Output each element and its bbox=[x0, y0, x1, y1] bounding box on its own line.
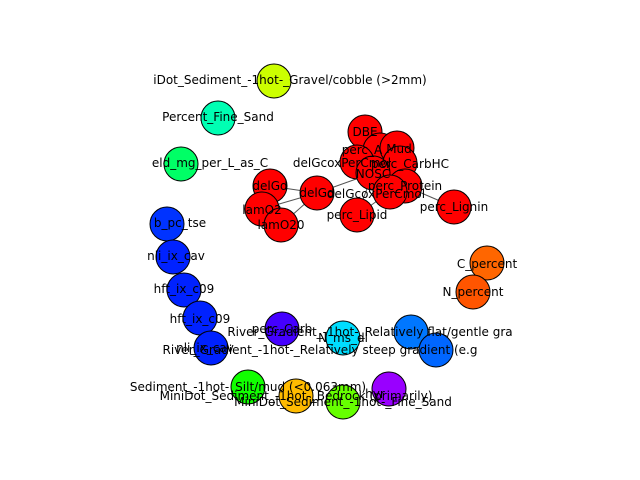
node-n_ixcav bbox=[155, 239, 191, 275]
node-label-n_pctse: b_pc_tse bbox=[154, 216, 206, 230]
node-label-n_lamo20: lamO20 bbox=[257, 218, 304, 232]
node-label-n_delgd2: delGd bbox=[299, 186, 334, 200]
node-label-n_gravel: iDot_Sediment_-1hot-_Gravel/cobble (>2mm… bbox=[153, 73, 427, 87]
node-label-n_perca: perc_A bbox=[342, 143, 383, 157]
node-label-n_ixcav: nli_ix_cav bbox=[147, 249, 205, 263]
node-n_cpct bbox=[469, 245, 505, 281]
node-label-n_silt: Sediment_-1hot-_Silt/mud (<0.063mm) bbox=[130, 380, 366, 394]
node-n_nliix bbox=[193, 330, 229, 366]
node-label-n_nms: N_ms_dl bbox=[318, 331, 368, 345]
node-label-n_delgcox2: delGcoxPerCmol bbox=[327, 187, 425, 201]
node-label-n_lignin: perc_Lignin bbox=[420, 200, 488, 214]
node-label-n_delgcox: delGcoxPerCmol bbox=[293, 156, 391, 170]
node-label-n_fsand: MiniDot_Sediment_-1hot-_Fine_Sand bbox=[234, 395, 452, 409]
node-label-n_mud: Mud bbox=[386, 142, 412, 156]
node-n_silt bbox=[230, 369, 266, 405]
node-label-n_nliix: nli_ix_cav bbox=[176, 341, 234, 355]
node-label-n_dbe: DBE bbox=[352, 125, 377, 139]
node-label-n_mgL: eld_mg_per_L_as_C bbox=[152, 156, 268, 170]
node-label-n_finesand: Percent_Fine_Sand bbox=[162, 110, 274, 124]
node-label-n_carbohc: perc_CarbHC bbox=[371, 157, 449, 171]
node-n_npct bbox=[455, 274, 491, 310]
node-label-n_flat: River_Gradient_-1hot-_Relatively flat/ge… bbox=[227, 325, 512, 339]
node-n_delgcox2 bbox=[372, 174, 408, 210]
node-n_mgL bbox=[163, 146, 199, 182]
node-n_gravel bbox=[256, 63, 292, 99]
node-label-n_hftix2: hft_ix_c09 bbox=[170, 312, 231, 326]
node-label-n_lamo2: lamO2 bbox=[242, 203, 281, 217]
node-n_nms bbox=[325, 320, 361, 356]
node-label-n_hftix: hft_ix_c09 bbox=[154, 282, 215, 296]
node-label-n_steep: River_Gradient_-1hot-_Relatively steep g… bbox=[163, 343, 478, 357]
node-label-n_nosc: NOSC bbox=[356, 167, 390, 181]
node-n_hftix bbox=[166, 272, 202, 308]
node-label-n_purple: hyr bbox=[365, 387, 385, 401]
node-label-n_npct: N_percent bbox=[443, 285, 504, 299]
node-n_lamo20 bbox=[263, 207, 299, 243]
node-n_flat bbox=[393, 314, 429, 350]
node-label-n_protein: perc_Protein bbox=[368, 179, 442, 193]
node-n_delgd2 bbox=[299, 175, 335, 211]
node-n_steep bbox=[418, 332, 454, 368]
node-label-n_bedrock: MiniDot_Sediment_-1hot-_Bedrock (primari… bbox=[160, 389, 433, 403]
node-n_bedrock bbox=[278, 378, 314, 414]
node-label-n_lipid: perc_Lipid bbox=[327, 208, 388, 222]
node-n_fsand bbox=[325, 384, 361, 420]
node-label-n_cpct: C_percent bbox=[457, 257, 518, 271]
node-n_purple bbox=[371, 371, 407, 407]
node-n_finesand bbox=[200, 100, 236, 136]
node-label-n_delgd: delGd bbox=[252, 179, 287, 193]
node-layer: iDot_Sediment_-1hot-_Gravel/cobble (>2mm… bbox=[130, 63, 518, 420]
node-n_lignin bbox=[436, 189, 472, 225]
node-n_perccarb bbox=[264, 311, 300, 347]
node-label-n_perccarb: perc_Carb bbox=[252, 322, 313, 336]
node-n_lipid bbox=[339, 197, 375, 233]
